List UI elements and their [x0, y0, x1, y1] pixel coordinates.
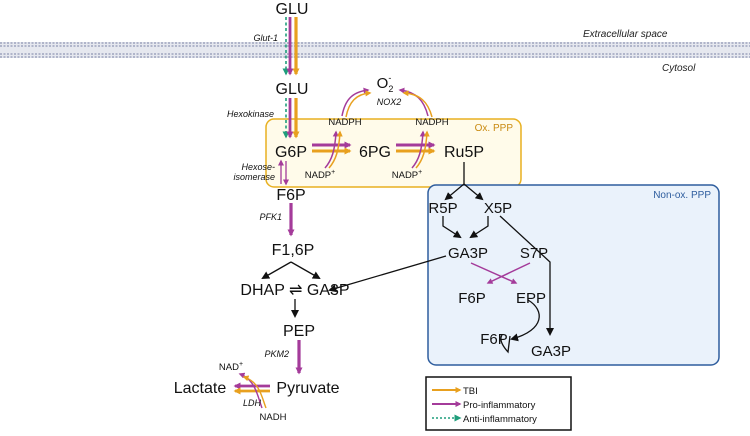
non-ox-ppp-label: Non-ox. PPP [653, 190, 711, 201]
f16p-label: F1,6P [272, 242, 315, 259]
ox-ppp-box [265, 118, 522, 188]
glu-cytosol: GLU [276, 81, 309, 98]
pyruvate-label: Pyruvate [276, 380, 339, 397]
r5p-label: R5P [428, 200, 457, 217]
pkm2-label: PKM2 [264, 349, 289, 359]
nadp-label-2: NADP+ [392, 169, 423, 181]
hexose-isomerase-label-2: isomerase [233, 172, 275, 182]
legend: TBI Pro-inflammatory Anti-inflammatory [425, 376, 572, 431]
nadph-label-2: NADPH [415, 117, 448, 128]
nadph-curves [324, 130, 430, 169]
legend-item-tbi: TBI [432, 386, 478, 397]
dhap-ga3p-label: DHAP ⇌ GA3P [240, 282, 349, 299]
ru5p-label: Ru5P [444, 144, 484, 161]
pfk1-label: PFK1 [259, 212, 282, 222]
f6p-label: F6P [276, 187, 305, 204]
legend-label-pro-inflammatory: Pro-inflammatory [463, 400, 536, 411]
f6p-nonox-b-label: F6P [480, 331, 508, 348]
epp-label: EPP [516, 290, 546, 307]
legend-label-anti-inflammatory: Anti-inflammatory [463, 414, 537, 425]
transketolase-cross [470, 262, 531, 284]
legend-item-pro-inflammatory: Pro-inflammatory [432, 400, 536, 411]
nadph-label-1: NADPH [328, 117, 361, 128]
6pg-label: 6PG [359, 144, 391, 161]
hexokinase-label: Hexokinase [227, 109, 274, 119]
nadp-label-1: NADP+ [305, 169, 336, 181]
non-ox-ppp-arrows [328, 162, 554, 354]
legend-item-anti-inflammatory: Anti-inflammatory [432, 414, 537, 425]
glu-extracellular: GLU [276, 1, 309, 18]
aldolase-arrows [261, 261, 321, 279]
f6p-nonox-a-label: F6P [458, 290, 486, 307]
ox-ppp-label: Ox. PPP [475, 123, 514, 134]
nadh-label: NADH [260, 412, 287, 423]
s7p-label: S7P [520, 245, 548, 262]
pep-label: PEP [283, 323, 315, 340]
ga3p-nonox-b-label: GA3P [531, 343, 571, 360]
ox-ppp-arrows [312, 141, 436, 155]
x5p-label: X5P [484, 200, 512, 217]
nox2-label: NOX2 [377, 97, 402, 107]
hexokinase-arrows [282, 98, 300, 139]
cell-membrane [0, 42, 750, 58]
ga3p-nonox-label: GA3P [448, 245, 488, 262]
hexose-isomerase-label-1: Hexose- [241, 162, 275, 172]
ldh-arrows [233, 372, 270, 409]
nox2-curves [341, 87, 433, 118]
non-ox-ppp-box [427, 184, 720, 366]
superoxide-label: O2- [377, 73, 394, 94]
ldh-label: LDH [243, 398, 262, 408]
glut1-transport-arrows [282, 17, 300, 76]
nad-label: NAD+ [219, 361, 243, 373]
extracellular-label: Extracellular space [583, 29, 668, 40]
cytosol-label: Cytosol [662, 63, 696, 74]
lactate-label: Lactate [174, 380, 227, 397]
legend-label-tbi: TBI [463, 386, 478, 397]
isomerase-arrows [278, 159, 289, 186]
glut1-label: Glut-1 [253, 33, 278, 43]
g6p-label: G6P [275, 144, 307, 161]
